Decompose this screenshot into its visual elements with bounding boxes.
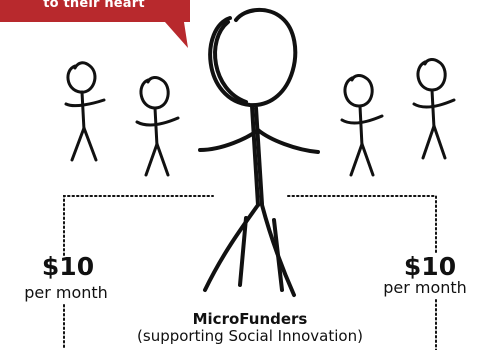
stick-figure-left-2	[135, 76, 180, 177]
stick-figure-left-1	[64, 61, 106, 162]
callout-text: to their heart	[43, 0, 145, 11]
speech-callout	[0, 0, 190, 48]
left-amount: $10	[41, 252, 95, 281]
stick-figure-center	[198, 8, 320, 297]
stick-figure-right-2	[412, 58, 456, 160]
center-title: MicroFunders	[192, 310, 308, 328]
dotted-connectors	[63, 195, 437, 350]
stick-figure-right-1	[340, 74, 384, 177]
right-amount: $10	[403, 252, 457, 281]
right-period: per month	[383, 278, 467, 297]
left-connector	[63, 195, 214, 256]
right-connector	[287, 195, 437, 256]
left-period: per month	[24, 283, 108, 302]
center-subtitle: (supporting Social Innovation)	[137, 327, 363, 345]
